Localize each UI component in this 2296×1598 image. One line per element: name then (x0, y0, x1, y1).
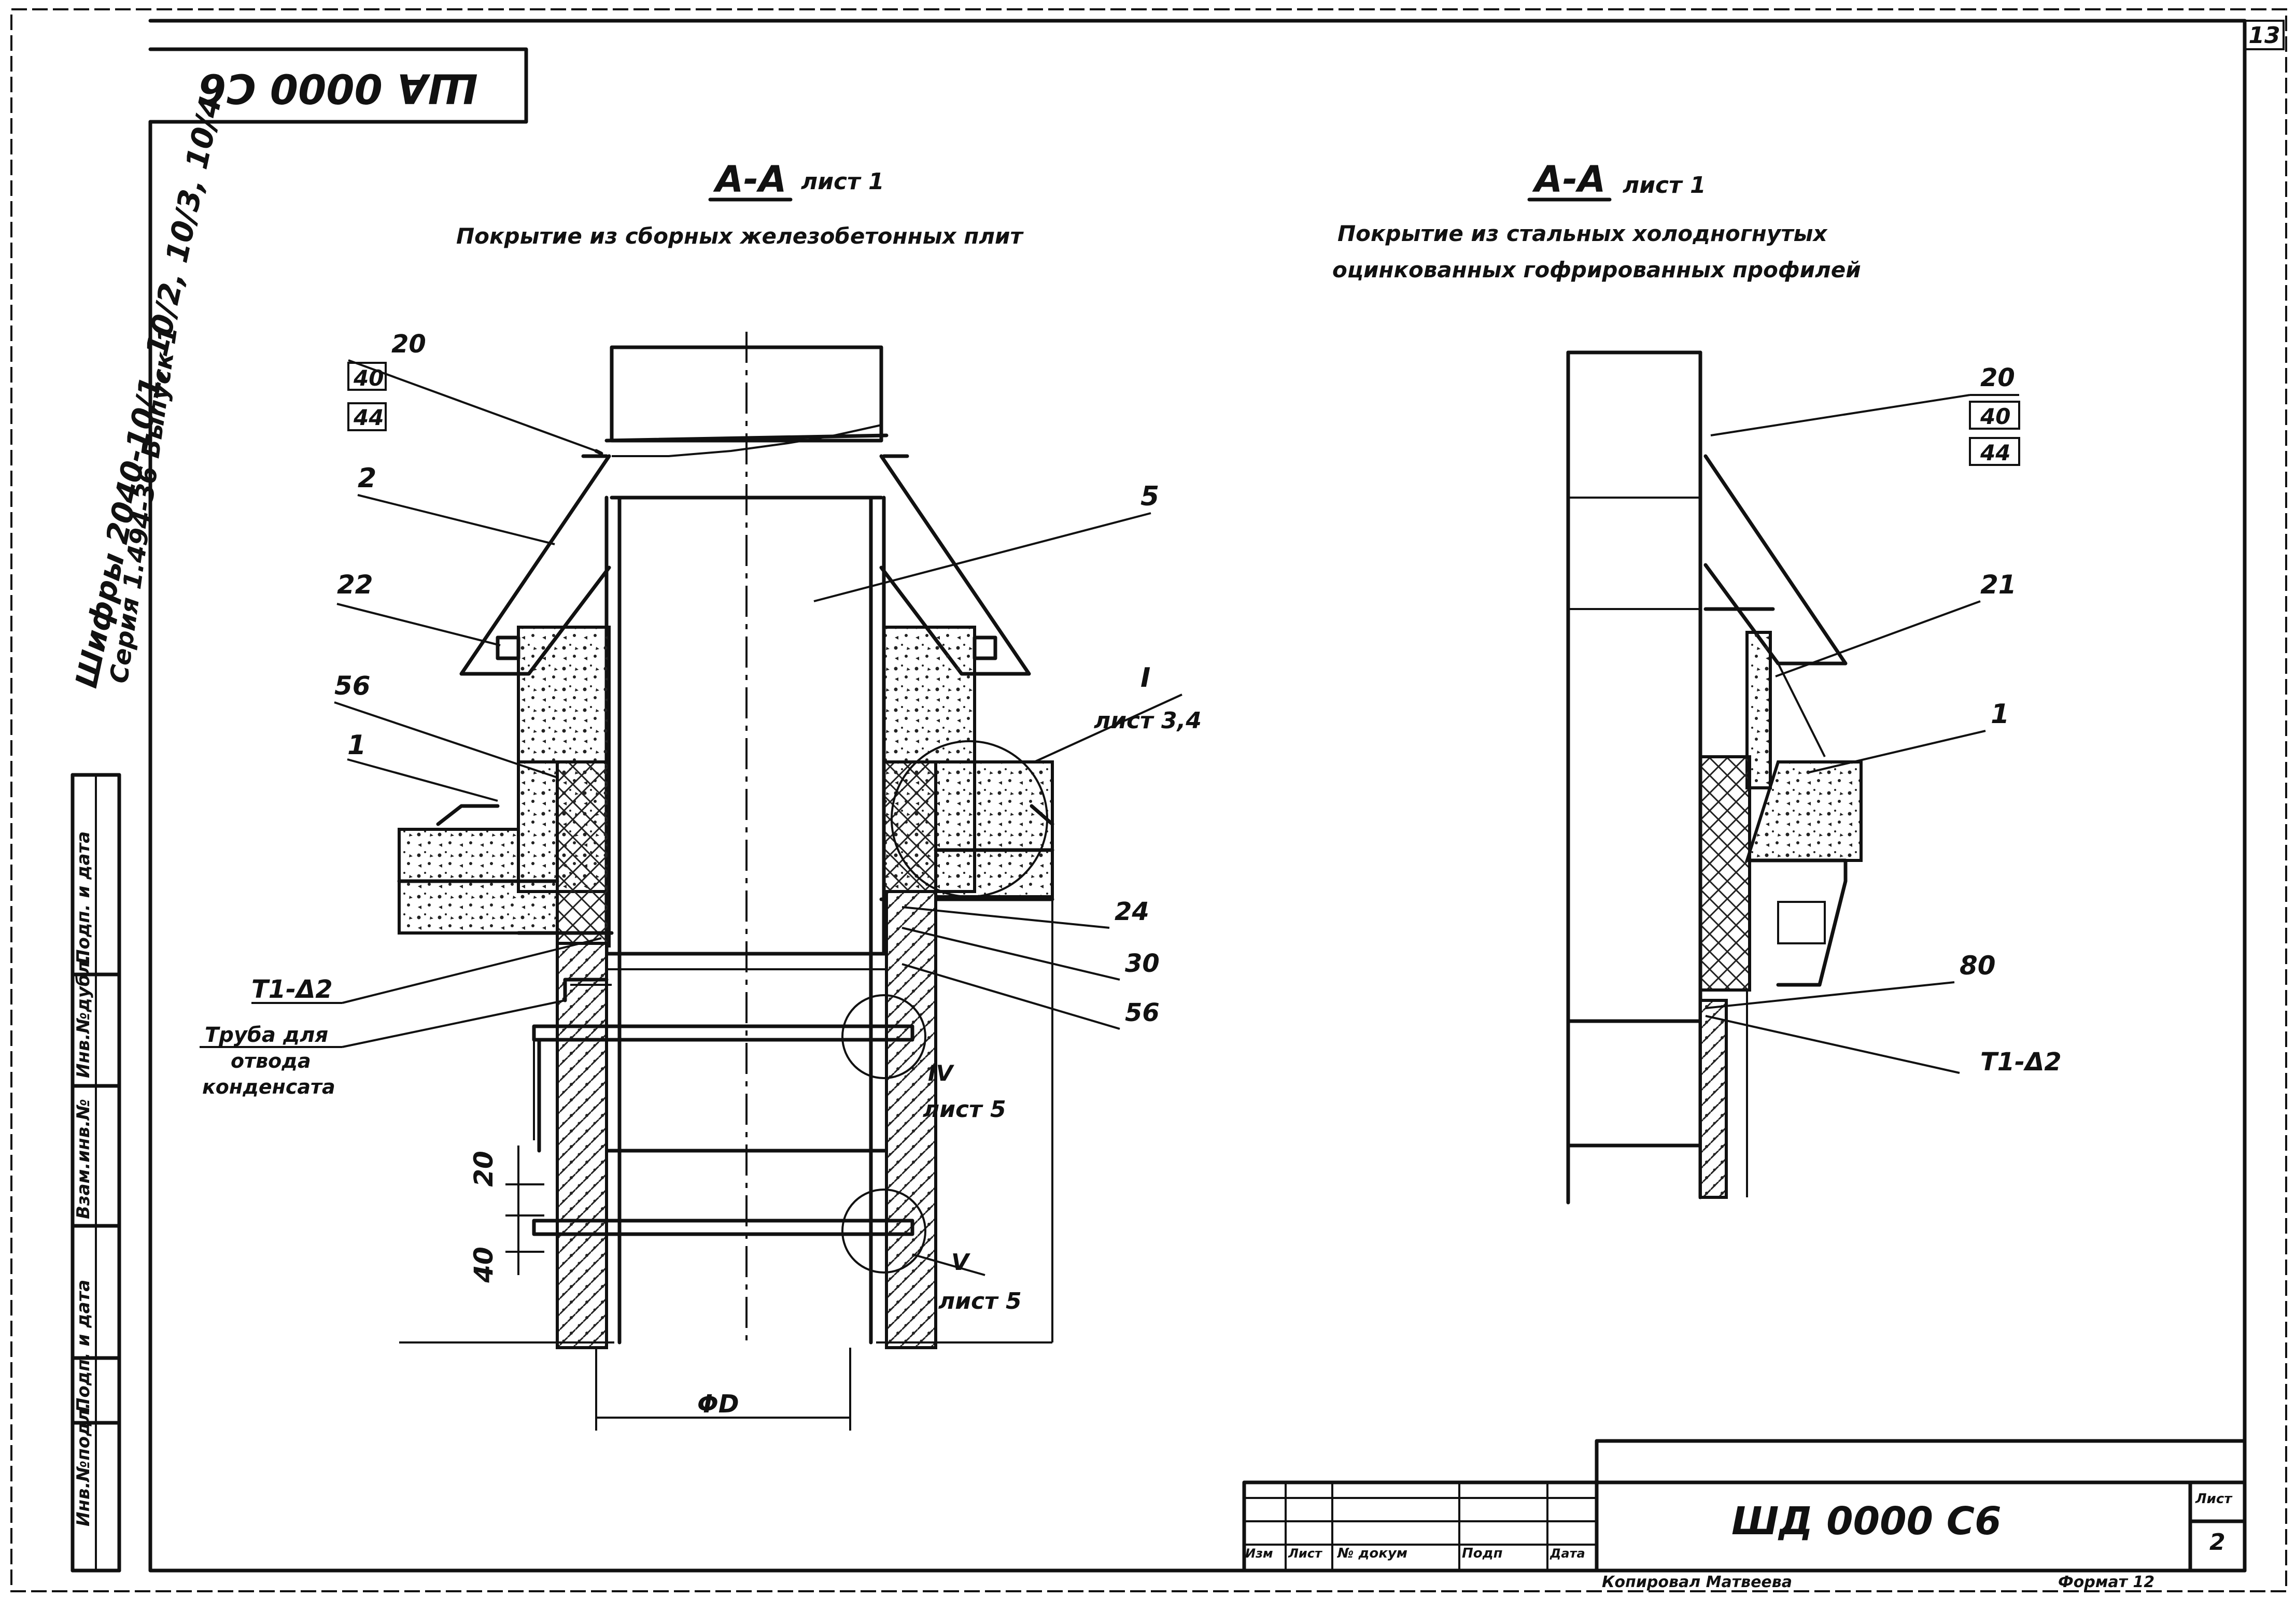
label-T1: Т1-Δ2 (251, 975, 333, 1004)
sheet-frame: 13 (10, 8, 2287, 1592)
copied-by: Копировал Матвеева (1602, 1573, 1792, 1591)
left-binding-strip: Инв.№подл. Подп. и дата Взам.инв.№ Инв.№… (71, 773, 121, 1573)
label-40: 40 (353, 365, 384, 391)
label-IV-sheet: лист 5 (923, 1096, 1006, 1123)
title-doc-code: ШД 0000 С6 (1731, 1499, 2002, 1544)
label-I-sheet: лист 3,4 (1094, 708, 1202, 734)
strip-label-0: Инв.№подл. (73, 1403, 94, 1526)
format: Формат 12 (2058, 1573, 2154, 1591)
col-data: Дата (1550, 1546, 1585, 1561)
strip-label-1: Подп. и дата (73, 1280, 94, 1412)
stamp-code: ША 0000 С6 (198, 65, 478, 111)
r-label-80: 80 (1960, 951, 1996, 981)
label-5: 5 (1140, 481, 1159, 512)
pipe-note-2: отвода (231, 1050, 311, 1072)
diameter-label: ΦD (697, 1390, 739, 1419)
sheet-label: Лист (2195, 1491, 2233, 1507)
col-izm: Изм (1245, 1546, 1273, 1561)
right-subtitle-1: Покрытие из стальных холодногнутых (1337, 221, 1828, 246)
sheet-number: 2 (2209, 1529, 2225, 1555)
dim-20: 20 (469, 1151, 499, 1187)
label-24: 24 (1115, 897, 1149, 926)
label-2: 2 (358, 463, 376, 494)
label-30: 30 (1125, 949, 1160, 978)
label-IV: IV (928, 1060, 955, 1086)
label-56b: 56 (1125, 998, 1160, 1027)
strip-label-4: Подп. и дата (73, 831, 94, 964)
left-section-title: А-А (713, 158, 786, 201)
r-label-T1: Т1-Δ2 (1980, 1048, 2062, 1077)
r-label-21: 21 (1980, 570, 2017, 600)
label-V-sheet: лист 5 (938, 1288, 1022, 1314)
right-sheet-ref: лист 1 (1623, 172, 1706, 199)
pipe-note-1: Труба для (205, 1023, 328, 1047)
r-label-40: 40 (1980, 404, 2010, 429)
right-subtitle-2: оцинкованных гофрированных профилей (1332, 257, 1861, 282)
r-label-20: 20 (1980, 363, 2015, 392)
rotated-code-stamp: ША 0000 С6 (148, 47, 528, 124)
sheet-corner-number: 13 (2248, 22, 2280, 49)
left-subtitle: Покрытие из сборных железобетонных плит (456, 223, 1024, 249)
col-podp: Подп (1462, 1546, 1503, 1561)
label-I: I (1140, 662, 1150, 694)
label-56: 56 (334, 671, 371, 701)
left-section-view: А-А лист 1 Покрытие из сборных железобет… (200, 158, 1202, 1431)
label-44: 44 (353, 405, 384, 430)
r-label-1: 1 (1991, 699, 2009, 730)
right-section-view: А-А лист 1 Покрытие из стальных холодног… (1332, 158, 2062, 1205)
col-list: Лист (1288, 1546, 1323, 1561)
label-1: 1 (347, 730, 366, 761)
strip-label-2: Взам.инв.№ (73, 1099, 94, 1219)
label-20: 20 (391, 330, 426, 359)
r-label-44: 44 (1980, 440, 2010, 465)
right-section-title: А-А (1532, 158, 1605, 201)
label-V: V (951, 1249, 970, 1276)
pipe-note-3: конденсата (202, 1076, 335, 1098)
col-doc: № докум (1337, 1546, 1407, 1561)
left-sheet-ref: лист 1 (801, 168, 884, 195)
label-22: 22 (337, 570, 373, 600)
title-block: Изм Лист № докум Подп Дата ШД 0000 С6 Ли… (1242, 1439, 2247, 1591)
strip-label-3: Инв.№дубл. (73, 955, 94, 1078)
dim-40: 40 (469, 1247, 499, 1283)
